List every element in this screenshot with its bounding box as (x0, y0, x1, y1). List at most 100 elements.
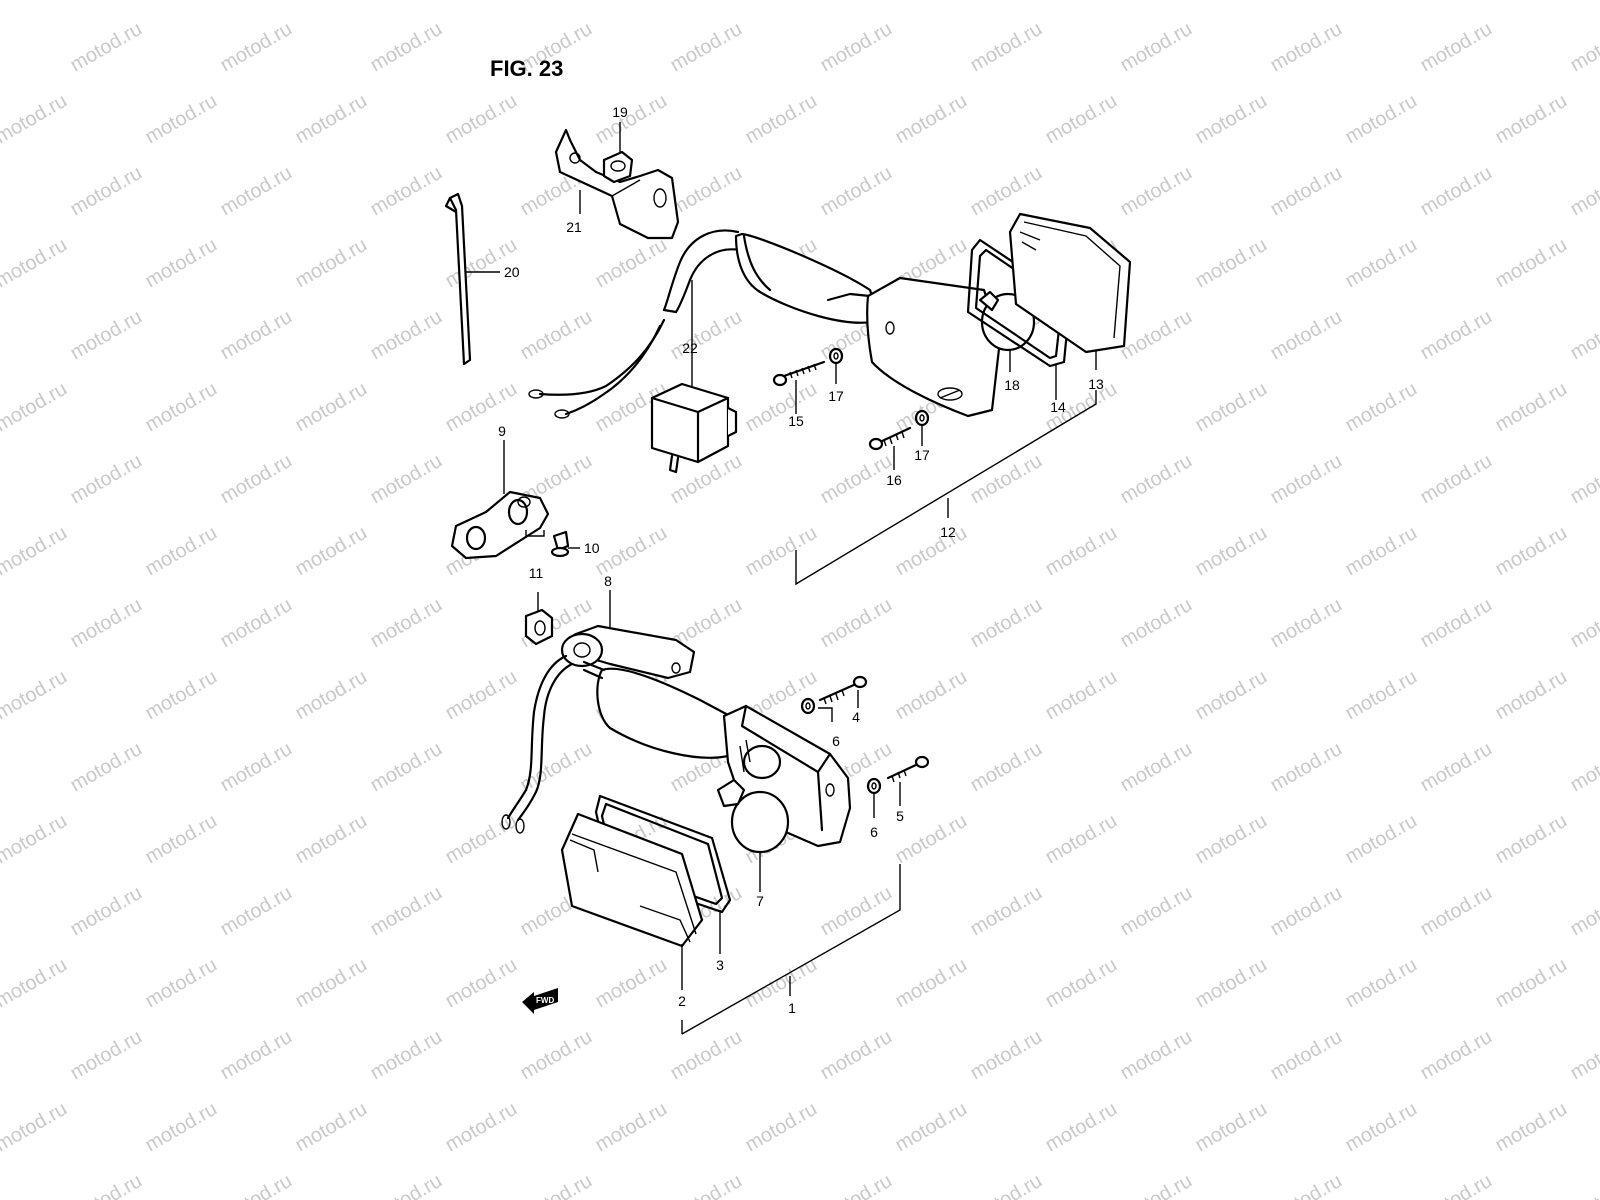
watermark-text: motod.ru (1117, 882, 1196, 941)
watermark-text: motod.ru (67, 1026, 146, 1085)
watermark-text: motod.ru (1192, 666, 1271, 725)
watermark-text: motod.ru (967, 594, 1046, 653)
watermark-text: motod.ru (292, 1098, 371, 1157)
watermark-text: motod.ru (442, 666, 521, 725)
watermark-text: motod.ru (1117, 450, 1196, 509)
cable-tie (444, 192, 472, 366)
callout-8: 8 (604, 573, 612, 589)
watermark-text: motod.ru (1117, 162, 1196, 221)
watermark-text: motod.ru (1417, 594, 1496, 653)
front-turn-signal-stalk (560, 624, 732, 759)
watermark-text: motod.ru (1042, 90, 1121, 149)
callout-labels: 19 21 20 22 15 17 16 17 18 14 13 12 9 10… (498, 104, 1104, 1016)
watermark-text: motod.ru (67, 1170, 146, 1200)
watermark-text: motod.ru (1342, 0, 1421, 4)
watermark-text: motod.ru (1342, 666, 1421, 725)
watermark-text: motod.ru (442, 90, 521, 149)
watermark-text: motod.ru (367, 594, 446, 653)
watermark-text: motod.ru (217, 738, 296, 797)
watermark-text: motod.ru (1192, 234, 1271, 293)
watermark-text: motod.ru (1417, 450, 1496, 509)
watermark-text: motod.ru (67, 594, 146, 653)
watermark-text: motod.ru (742, 522, 821, 581)
washer-17b (914, 409, 930, 427)
watermark-text: motod.ru (667, 1026, 746, 1085)
watermark-text: motod.ru (1267, 882, 1346, 941)
callout-6b: 6 (870, 824, 878, 840)
watermark-text: motod.ru (292, 90, 371, 149)
watermark-text: motod.ru (817, 882, 896, 941)
watermark-text: motod.ru (592, 234, 671, 293)
watermark-text: motod.ru (217, 1170, 296, 1200)
fwd-label: FWD (536, 996, 554, 1005)
watermark-text: motod.ru (1492, 522, 1571, 581)
watermark-text: motod.ru (1267, 18, 1346, 77)
watermark-text: motod.ru (217, 450, 296, 509)
watermark-text: motod.ru (0, 0, 71, 4)
watermark-text: motod.ru (817, 18, 896, 77)
leader-lines (466, 122, 1097, 1035)
watermark-text: motod.ru (1342, 1098, 1421, 1157)
watermark-text: motod.ru (292, 666, 371, 725)
watermark-text: motod.ru (142, 234, 221, 293)
watermark-text: motod.ru (67, 450, 146, 509)
watermark-text: motod.ru (292, 378, 371, 437)
washer-6b (866, 777, 882, 795)
callout-10: 10 (584, 540, 600, 556)
watermark-text: motod.ru (1117, 1170, 1196, 1200)
watermark-text: motod.ru (1342, 522, 1421, 581)
watermark-text: motod.ru (1492, 378, 1571, 437)
callout-9: 9 (498, 423, 506, 439)
watermark-text: motod.ru (1492, 1098, 1571, 1157)
watermark-text: motod.ru (1342, 234, 1421, 293)
watermark-text: motod.ru (1192, 378, 1271, 437)
callout-19: 19 (612, 104, 628, 120)
watermark-text: motod.ru (217, 306, 296, 365)
watermark-text: motod.ru (142, 1098, 221, 1157)
watermark-text: motod.ru (292, 234, 371, 293)
watermark-text: motod.ru (592, 1098, 671, 1157)
callout-15: 15 (788, 413, 804, 429)
watermark-text: motod.ru (1567, 1170, 1600, 1200)
watermark-text: motod.ru (0, 90, 71, 149)
watermark-text: motod.ru (1267, 738, 1346, 797)
callout-18: 18 (1004, 377, 1020, 393)
figure-title: FIG. 23 (490, 56, 563, 81)
watermark-text: motod.ru (1417, 18, 1496, 77)
forward-direction-arrow: FWD (522, 988, 558, 1014)
watermark-text: motod.ru (142, 954, 221, 1013)
watermark-text: motod.ru (592, 0, 671, 4)
watermark-text: motod.ru (1117, 18, 1196, 77)
watermark-text: motod.ru (892, 0, 971, 4)
watermark-text: motod.ru (967, 18, 1046, 77)
watermark-text: motod.ru (142, 0, 221, 4)
watermark-text: motod.ru (1417, 306, 1496, 365)
watermark-text: motod.ru (1567, 306, 1600, 365)
watermark-text: motod.ru (817, 594, 896, 653)
wire-leads-upper (528, 318, 666, 419)
watermark-text: motod.ru (892, 666, 971, 725)
watermark-text: motod.ru (1342, 90, 1421, 149)
callout-5: 5 (896, 808, 904, 824)
watermark-text: motod.ru (667, 306, 746, 365)
watermark-text: motod.ru (1417, 882, 1496, 941)
callout-3: 3 (716, 957, 724, 973)
watermark-text: motod.ru (1567, 882, 1600, 941)
callout-13: 13 (1088, 376, 1104, 392)
watermark-text: motod.ru (1042, 666, 1121, 725)
callout-7: 7 (756, 893, 764, 909)
watermark-text: motod.ru (1342, 378, 1421, 437)
callout-16: 16 (886, 472, 902, 488)
wire-leads-lower (501, 654, 574, 834)
watermark-text: motod.ru (517, 306, 596, 365)
watermark-text: motod.ru (292, 810, 371, 869)
watermark-text: motod.ru (517, 738, 596, 797)
watermark-text: motod.ru (367, 162, 446, 221)
watermark-text: motod.ru (0, 666, 71, 725)
watermark-text: motod.ru (292, 0, 371, 4)
watermark-text: motod.ru (667, 18, 746, 77)
watermark-text: motod.ru (67, 882, 146, 941)
watermark-text: motod.ru (967, 738, 1046, 797)
watermark-text: motod.ru (517, 1170, 596, 1200)
